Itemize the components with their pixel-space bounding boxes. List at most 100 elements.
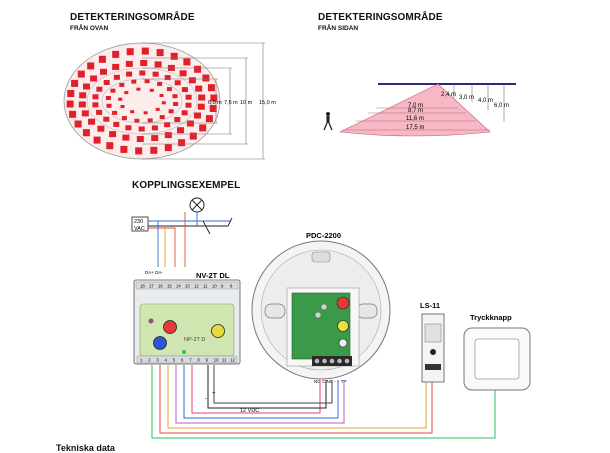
terminal-number: 14 — [176, 284, 181, 289]
width-7m: 7,0 m — [408, 103, 423, 109]
zone-block — [131, 79, 137, 84]
zone-block — [141, 47, 149, 55]
zone-block — [140, 60, 148, 66]
zone-block — [164, 144, 172, 152]
zone-block — [166, 87, 172, 92]
person-icon — [323, 112, 333, 131]
height-3m: 3,0 m — [459, 95, 474, 101]
zone-block — [172, 94, 178, 99]
zone-block — [195, 85, 203, 92]
zone-block — [156, 49, 164, 57]
zone-block — [174, 117, 181, 122]
zone-block — [78, 101, 86, 108]
zone-block — [143, 111, 148, 115]
zone-block — [81, 110, 89, 117]
ls-11-device — [421, 313, 445, 383]
zone-block — [185, 102, 192, 108]
zone-block — [71, 79, 79, 87]
zone-block — [147, 118, 153, 123]
zone-block — [113, 74, 120, 80]
push-button[interactable] — [463, 327, 531, 391]
zone-block — [67, 90, 75, 97]
terminal-number: 18 — [140, 284, 145, 289]
lamp-icon — [189, 197, 205, 213]
zone-block — [90, 75, 98, 82]
zone-block — [97, 125, 105, 132]
zone-block — [197, 103, 205, 110]
zone-block — [125, 60, 133, 67]
zone-block — [209, 105, 217, 112]
zone-block — [151, 135, 159, 142]
zone-block — [106, 103, 112, 108]
terminal-number: 16 — [158, 284, 163, 289]
supply-box — [131, 216, 149, 232]
pdc-terminal-pin — [337, 358, 342, 364]
red-potentiometer[interactable] — [163, 320, 177, 334]
width-11m: 11,6 m — [406, 116, 424, 122]
zone-block — [177, 127, 184, 134]
detection-cone — [338, 83, 491, 137]
wiring-title: KOPPLINGSEXEMPEL — [132, 180, 241, 191]
side-view-title: DETEKTERINGSOMRÅDE — [318, 12, 443, 23]
zone-block — [112, 50, 120, 58]
supply-label-2: VAC — [134, 226, 145, 232]
zone-block — [130, 110, 135, 114]
zone-block — [100, 68, 107, 75]
zone-block — [152, 71, 159, 77]
zone-block — [135, 147, 143, 155]
zone-block — [109, 131, 117, 138]
zone-block — [66, 100, 74, 108]
zone-block — [155, 107, 160, 111]
zone-block — [194, 112, 201, 119]
pdc-terminal-pin — [322, 358, 327, 364]
detection-zones — [66, 47, 218, 155]
zone-block — [186, 120, 194, 127]
pdc-red-pot[interactable] — [336, 296, 350, 310]
zone-block — [110, 88, 116, 93]
pdc-yellow-pot[interactable] — [337, 320, 349, 332]
zone-block — [178, 139, 186, 147]
pdc-title: PDC-2200 — [306, 231, 341, 240]
terminal-number: 7 — [189, 358, 192, 363]
plus-label: + — [212, 391, 216, 397]
zone-block — [119, 82, 125, 87]
da-label: DA+ DA- — [145, 270, 163, 275]
terminal-number: 8 — [230, 284, 233, 289]
width-8m: 8,7 m — [408, 108, 423, 114]
pdc-terminal-labels: NO C NC - + TP — [314, 379, 347, 384]
zone-block — [159, 94, 164, 97]
zone-block — [136, 87, 141, 91]
minus-label: - — [205, 396, 207, 402]
vdc-label: 12 VDC — [240, 408, 259, 414]
zone-block — [136, 136, 144, 142]
zone-block — [92, 94, 99, 100]
dim-7m: 7,5 m — [224, 100, 238, 106]
terminal-number: 17 — [149, 284, 154, 289]
zone-block — [181, 87, 188, 93]
button-title: Tryckknapp — [470, 313, 512, 322]
height-2m: 2,4 m — [441, 92, 456, 98]
width-17m: 17,5 m — [406, 125, 424, 131]
zone-block — [183, 58, 191, 66]
zone-block — [88, 118, 96, 125]
pdc-terminal-pin — [329, 358, 335, 364]
zone-block — [121, 116, 127, 121]
terminal-number: 11 — [222, 358, 227, 363]
zone-block — [150, 146, 158, 154]
zone-block — [92, 102, 99, 108]
zone-block — [120, 105, 125, 108]
zone-block — [194, 65, 202, 73]
zone-block — [161, 101, 166, 105]
yellow-potentiometer[interactable] — [211, 324, 225, 338]
supply-label-1: 230 — [134, 219, 143, 225]
blue-potentiometer[interactable] — [153, 336, 167, 350]
footer-text: Tekniska data — [56, 443, 115, 453]
zone-block — [118, 97, 123, 101]
zone-block — [205, 115, 213, 123]
terminal-number: 4 — [165, 358, 168, 363]
terminal-number: 10 — [212, 284, 217, 289]
top-view-diagram: 6,0 m 7,5 m 10 m 15,0 m — [63, 42, 276, 160]
zone-block — [157, 81, 163, 86]
